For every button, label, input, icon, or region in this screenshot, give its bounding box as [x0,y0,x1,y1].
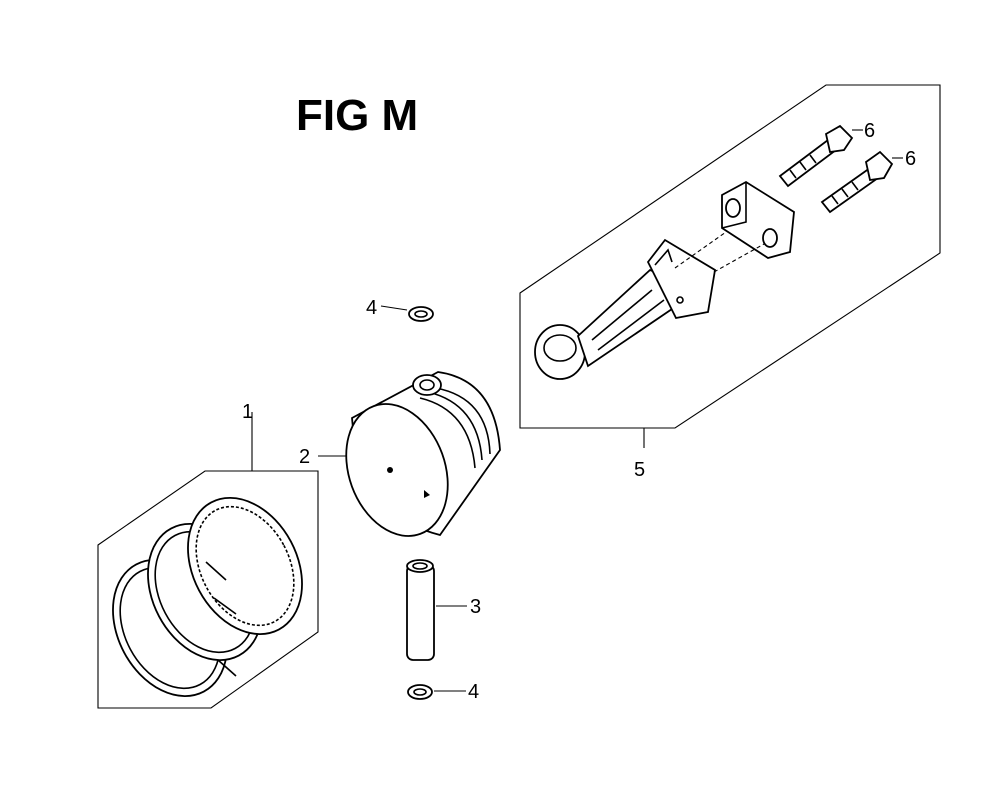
piston-pin [406,559,435,661]
connecting-rod-cap [721,180,795,259]
callout-label-1: 1 [242,401,253,423]
callout-label-2: 2 [299,446,310,468]
callout-label-6-lower: 6 [905,148,916,170]
piston-ring-set [97,470,319,709]
piston-crown [345,403,449,537]
callout-label-3: 3 [470,596,481,618]
callout-label-6-upper: 6 [864,120,875,142]
piston-ring-set-frame [97,470,319,709]
pin-clip-bottom [407,684,433,700]
callout-label-4-bottom: 4 [468,681,479,703]
rod-bolt-upper [778,124,854,188]
figure-title: FIG M [296,91,418,140]
pin-clip-top [408,306,434,322]
rod-bolt-lower [820,150,894,214]
connecting-rod-frame [519,84,941,429]
callout-label-4-top: 4 [366,297,377,319]
connecting-rod [534,238,716,380]
callout-label-5: 5 [634,459,645,481]
piston-pin-boss [412,374,442,396]
piston-valve-mark [387,467,393,473]
piston [345,371,501,537]
callout-leader-4a [380,305,408,311]
